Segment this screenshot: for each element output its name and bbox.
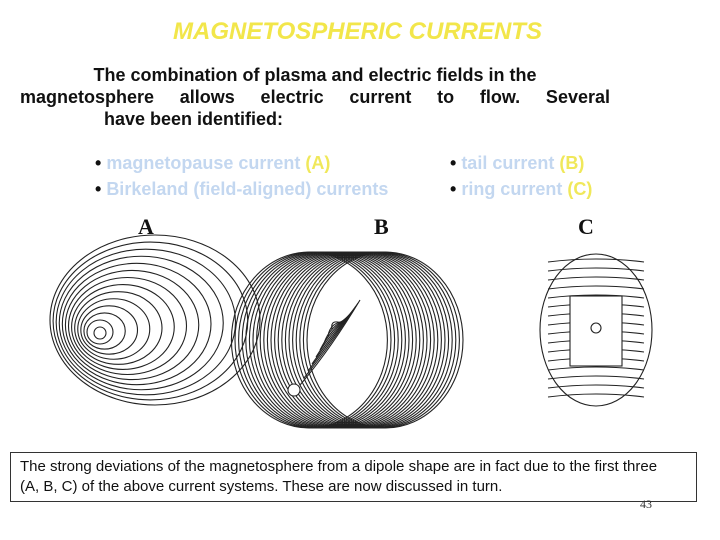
note-text: The strong deviations of the magnetosphe…: [20, 457, 670, 497]
current-loop: [282, 252, 438, 428]
current-loop: [296, 252, 452, 428]
current-loop: [78, 299, 150, 360]
earth-marker: [591, 323, 601, 333]
magnetopause-current-diagram: [50, 235, 260, 405]
current-loop: [267, 252, 423, 428]
current-loop: [72, 285, 175, 370]
current-loop: [271, 252, 427, 428]
current-loop: [548, 286, 644, 289]
current-loop: [231, 252, 387, 428]
current-loop: [293, 252, 449, 428]
current-loop: [260, 252, 416, 428]
current-loop: [275, 252, 431, 428]
tail-current-diagram: [231, 252, 463, 428]
current-loop: [548, 367, 644, 370]
current-loop: [303, 252, 459, 428]
current-loop: [239, 252, 395, 428]
current-loop: [50, 235, 260, 405]
current-loop: [289, 252, 445, 428]
current-loop: [242, 252, 398, 428]
current-loop: [548, 277, 644, 280]
current-loop: [285, 252, 441, 428]
current-loop: [278, 252, 434, 428]
current-loop: [264, 252, 420, 428]
current-loop: [300, 252, 456, 428]
ring-current-diagram: [540, 254, 652, 406]
current-loop: [548, 394, 644, 397]
current-loop: [307, 252, 463, 428]
current-loop: [548, 376, 644, 379]
null-point-marker: [94, 327, 106, 339]
current-loop: [548, 259, 644, 262]
current-loop: [246, 252, 402, 428]
current-loop: [548, 385, 644, 388]
null-point-marker: [288, 384, 300, 396]
page-number: 43: [640, 497, 652, 512]
current-loop: [235, 252, 391, 428]
